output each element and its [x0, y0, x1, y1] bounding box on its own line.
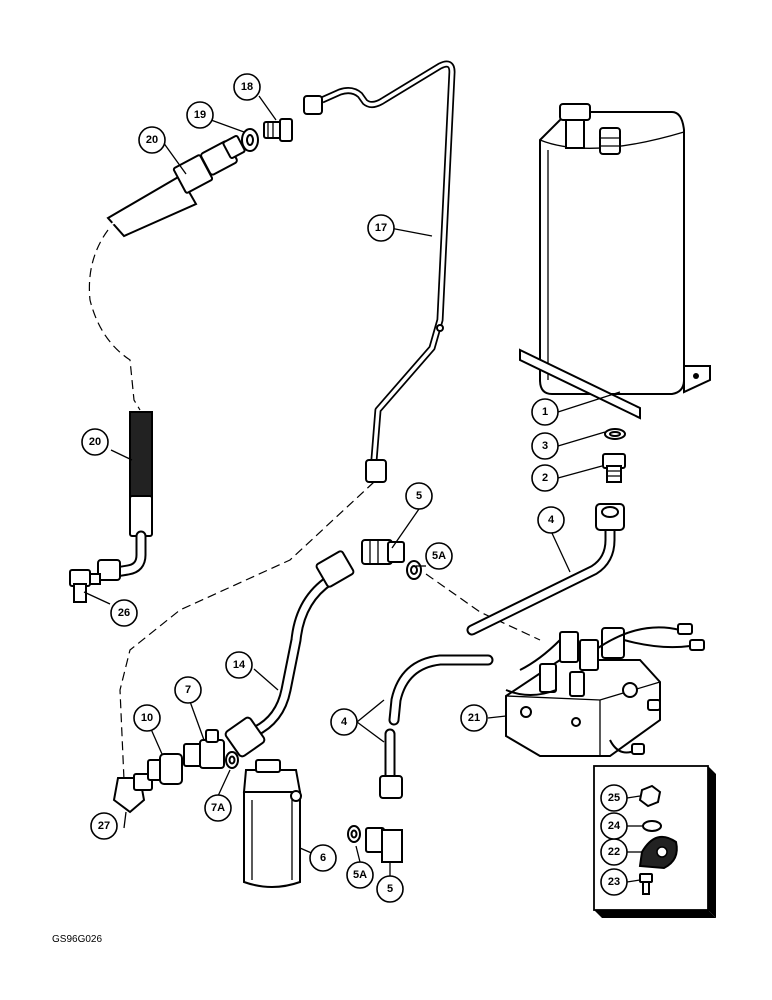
svg-text:17: 17: [375, 222, 387, 234]
tee-fitting-26: [69, 569, 101, 603]
o-ring-5a-upper: [406, 560, 422, 580]
svg-text:22: 22: [608, 846, 620, 858]
callout-10: 10: [133, 704, 161, 732]
svg-text:26: 26: [118, 607, 130, 619]
svg-text:25: 25: [608, 792, 620, 804]
callout-23: 23: [600, 868, 628, 896]
tube-4-upper: [466, 503, 625, 636]
svg-text:4: 4: [341, 716, 348, 728]
callout-5-lower: 5: [376, 875, 404, 903]
valve-block-21: [505, 623, 705, 757]
hose-20-lower: [97, 411, 153, 581]
o-ring-7a: [225, 751, 239, 769]
elbow-fitting-5-lower: [365, 827, 403, 863]
callout-19: 19: [186, 101, 214, 129]
svg-text:21: 21: [468, 712, 480, 724]
hose-20-route: [88, 229, 141, 411]
callout-5a-lower: 5A: [346, 861, 374, 889]
washer-24: [642, 820, 662, 832]
callout-27: 27: [90, 812, 118, 840]
callout-5a-upper: 5A: [425, 542, 453, 570]
callout-7: 7: [174, 676, 202, 704]
svg-text:1: 1: [542, 406, 548, 418]
callout-1: 1: [531, 398, 559, 426]
callout-25: 25: [600, 784, 628, 812]
steel-line-17: [303, 60, 456, 483]
clamp-22: [638, 835, 678, 870]
callout-7a: 7A: [204, 794, 232, 822]
svg-text:23: 23: [608, 876, 620, 888]
connector-18: [263, 118, 293, 142]
svg-text:20: 20: [146, 134, 158, 146]
callout-14: 14: [225, 651, 253, 679]
svg-text:7A: 7A: [211, 802, 225, 814]
callout-6: 6: [309, 844, 337, 872]
o-ring-3: [604, 428, 626, 440]
callout-18: 18: [233, 73, 261, 101]
line-route-to-valve: [425, 573, 541, 641]
elbow-fitting-5-upper: [361, 539, 405, 565]
elbow-fitting-27: [112, 773, 153, 814]
callout-2: 2: [531, 464, 559, 492]
callout-26: 26: [110, 599, 138, 627]
svg-text:10: 10: [141, 712, 153, 724]
svg-text:20: 20: [89, 436, 101, 448]
svg-text:3: 3: [542, 440, 548, 452]
adapter-10: [147, 753, 183, 785]
svg-text:27: 27: [98, 820, 110, 832]
svg-text:2: 2: [542, 472, 548, 484]
svg-text:19: 19: [194, 109, 206, 121]
mounting-bracket: [519, 348, 711, 420]
document-code: GS96G026: [52, 934, 103, 945]
o-ring-5a-lower: [347, 825, 361, 843]
callout-3: 3: [531, 432, 559, 460]
svg-text:14: 14: [233, 659, 246, 671]
line-route-17-to-27: [119, 481, 375, 781]
adapter-fitting-2: [602, 453, 626, 483]
callout-20-upper: 20: [138, 126, 166, 154]
callout-24: 24: [600, 812, 628, 840]
callout-4-upper: 4: [537, 506, 565, 534]
reservoir-tank: [539, 103, 685, 395]
svg-text:5: 5: [416, 490, 422, 502]
tee-fitting-7: [183, 729, 225, 769]
hose-14: [224, 550, 355, 758]
tube-4-lower: [379, 654, 494, 799]
bolt-23: [639, 873, 653, 895]
svg-text:6: 6: [320, 852, 326, 864]
callout-5-upper: 5: [405, 482, 433, 510]
svg-text:5A: 5A: [432, 550, 446, 562]
svg-text:18: 18: [241, 81, 253, 93]
filter-6: [242, 759, 302, 888]
hose-20-upper: [106, 135, 246, 238]
svg-text:5A: 5A: [353, 869, 367, 881]
svg-text:5: 5: [387, 883, 393, 895]
callout-20-lower: 20: [81, 428, 109, 456]
nut-19: [241, 128, 259, 152]
nut-25: [638, 784, 662, 808]
leader-lines: [83, 95, 642, 883]
callout-17: 17: [367, 214, 395, 242]
svg-text:24: 24: [608, 820, 621, 832]
svg-text:7: 7: [185, 684, 191, 696]
svg-text:4: 4: [548, 514, 555, 526]
callout-21: 21: [460, 704, 488, 732]
callout-4-lower: 4: [330, 708, 358, 736]
callout-22: 22: [600, 838, 628, 866]
